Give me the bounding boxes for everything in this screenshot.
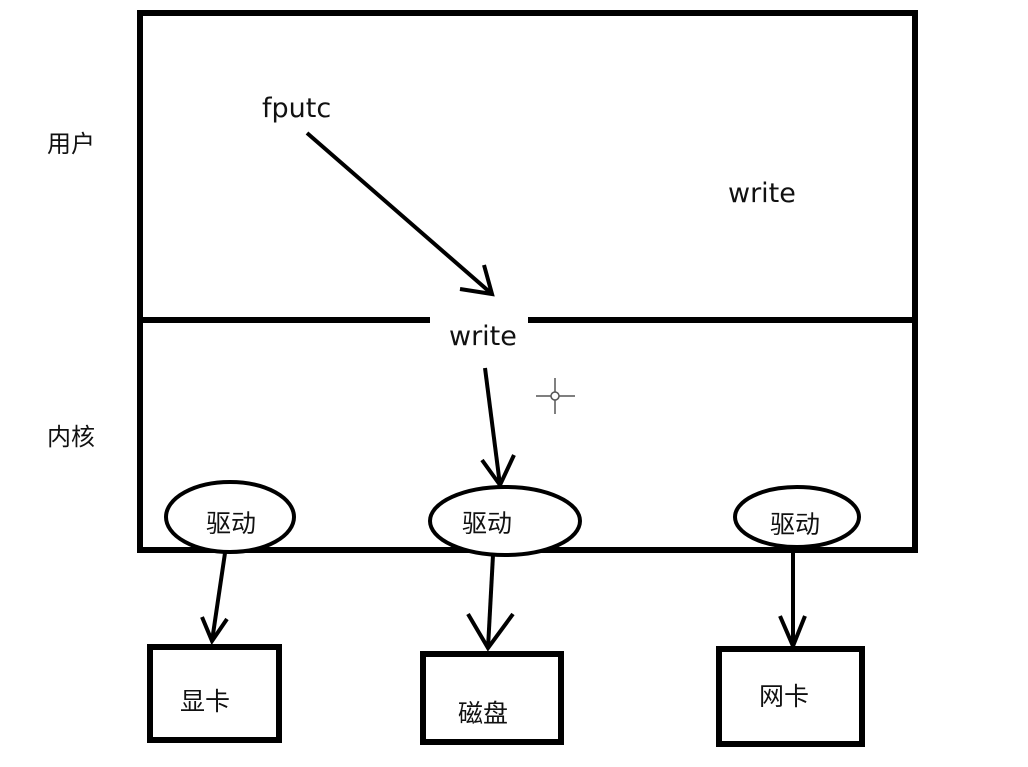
device-gpu-label: 显卡: [180, 687, 230, 716]
driver-2: 驱动: [428, 485, 582, 557]
device-nic-label: 网卡: [759, 682, 809, 711]
driver-3-label: 驱动: [770, 510, 820, 539]
crosshair-cursor-icon: [536, 378, 575, 414]
write-user-label: write: [728, 178, 796, 209]
write-to-driver-arrow: [480, 367, 516, 489]
device-nic: 网卡: [716, 646, 865, 747]
driver-1-label: 驱动: [206, 509, 256, 538]
driver-2-to-disk-arrow: [466, 554, 515, 652]
driver-2-label: 驱动: [462, 509, 512, 538]
device-disk: 磁盘: [420, 651, 564, 745]
device-disk-label: 磁盘: [458, 699, 508, 728]
driver-3: 驱动: [733, 485, 861, 549]
system-frame: [137, 10, 918, 553]
kernel-space-label: 内核: [47, 423, 95, 451]
driver-1: 驱动: [164, 480, 296, 554]
fputc-label: fputc: [262, 93, 331, 124]
fputc-to-write-arrow: [305, 131, 495, 297]
user-space-label: 用户: [47, 130, 95, 158]
driver-1-to-gpu-arrow: [200, 552, 229, 646]
device-gpu: 显卡: [147, 644, 282, 743]
driver-3-to-nic-arrow: [778, 548, 807, 652]
write-kernel-label: write: [449, 321, 517, 352]
